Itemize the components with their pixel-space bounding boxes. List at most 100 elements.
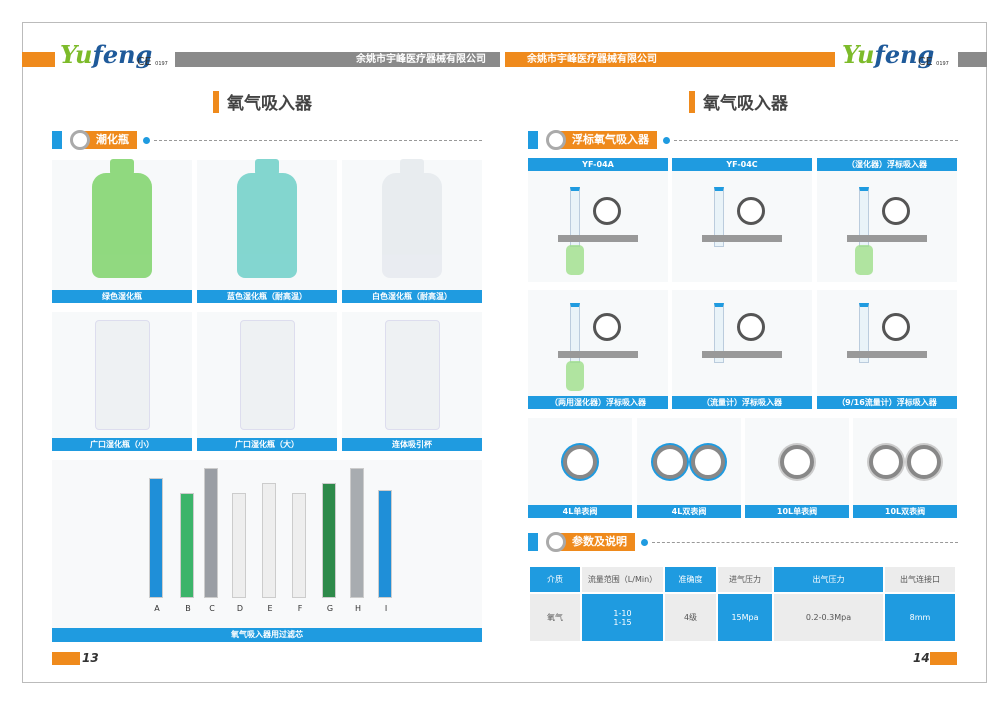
filter-rod: I: [378, 490, 392, 613]
valve-image: [745, 418, 849, 505]
product-image: [197, 158, 337, 290]
product-image: [817, 290, 957, 396]
valve-image: [853, 418, 957, 505]
product-card: 绿色湿化瓶: [52, 158, 192, 303]
product-caption: （湿化器）浮标吸入器: [817, 158, 957, 171]
filter-rod: G: [322, 483, 336, 613]
product-image: [342, 312, 482, 438]
product-caption: （9/16流量计）浮标吸入器: [817, 396, 957, 409]
filter-rod: A: [149, 478, 163, 613]
cell: 8mm: [883, 592, 957, 643]
humidifier-bottle: [855, 244, 873, 275]
header-cell: 进气压力: [716, 565, 774, 594]
filter-letter: H: [354, 604, 361, 613]
spec-table: 介质 流量范围（L/Min） 准确度 进气压力 出气压力 出气连接口 氧气 1-…: [528, 565, 957, 643]
product-card: （9/16流量计）浮标吸入器: [817, 290, 957, 409]
filter-letter: B: [185, 604, 191, 613]
valve-caption: 10L单表阀: [745, 505, 849, 518]
company-bar: 余姚市宇峰医疗器械有限公司: [175, 52, 500, 67]
header-cell: 介质: [528, 565, 582, 594]
cell: 1-10 1-15: [580, 592, 665, 643]
cup-image: [239, 320, 295, 430]
bottle-image: [92, 158, 152, 278]
gauge: [907, 444, 941, 479]
gauge: [780, 444, 814, 479]
gauge: [882, 313, 910, 341]
product-card: YF-04C: [672, 158, 812, 282]
product-image: [197, 312, 337, 438]
filter-rod: H: [350, 468, 364, 613]
cell: 4级: [663, 592, 718, 643]
page-frame: [22, 22, 987, 683]
regulator-image: [558, 303, 638, 391]
gauge: [869, 444, 903, 479]
valve-card: 4L单表阀: [528, 418, 632, 518]
gauge: [563, 444, 597, 479]
header-accent: [22, 52, 55, 67]
page-number-tab-right: [930, 652, 957, 665]
product-caption: 绿色湿化瓶: [52, 290, 192, 303]
header-accent-right: [958, 52, 987, 67]
filters-caption: 氧气吸入器用过滤芯: [52, 628, 482, 642]
filter-letter: A: [154, 604, 160, 613]
gauge: [593, 196, 621, 225]
header-cell: 出气压力: [772, 565, 885, 594]
product-caption: （两用湿化器）浮标吸入器: [528, 396, 668, 409]
page-number-left: 13: [82, 651, 99, 665]
header-cell: 流量范围（L/Min）: [580, 565, 665, 594]
valve-image: [528, 418, 632, 505]
product-caption: 白色湿化瓶（耐高温）: [342, 290, 482, 303]
product-image: [342, 158, 482, 290]
product-card: （流量计）浮标吸入器: [672, 290, 812, 409]
page-title-right: 氧气吸入器: [689, 89, 788, 114]
company-bar-right: 余姚市宇峰医疗器械有限公司: [505, 52, 835, 67]
section-header-specs: 参数及说明: [528, 532, 958, 552]
filter-rod: E: [262, 483, 276, 613]
section-header-flowmeter: 浮标氧气吸入器: [528, 130, 958, 150]
filter-letter: D: [236, 604, 244, 613]
header-cell: 出气连接口: [883, 565, 957, 594]
filters-image: A B C D E F G H I: [52, 460, 482, 628]
regulator-image: [847, 186, 927, 275]
filter-letter: G: [326, 604, 334, 613]
product-caption: 广口湿化瓶（小）: [52, 438, 192, 451]
humidifier-bottle: [566, 244, 584, 275]
product-caption: 广口湿化瓶（大）: [197, 438, 337, 451]
gauge: [653, 444, 687, 479]
filter-rod: D: [232, 493, 246, 613]
regulator-image: [847, 303, 927, 383]
product-card: 连体吸引杯: [342, 312, 482, 451]
filter-letter: I: [384, 604, 388, 613]
section-header-humidifier: 潮化瓶: [52, 130, 482, 150]
page-title-left: 氧气吸入器: [213, 89, 312, 114]
product-caption: （流量计）浮标吸入器: [672, 396, 812, 409]
gauge: [737, 313, 765, 341]
cup-image: [384, 320, 440, 430]
gauge: [737, 196, 765, 225]
tube: [859, 303, 869, 363]
cell: 0.2-0.3Mpa: [772, 592, 885, 643]
gauge: [882, 196, 910, 225]
product-image: [52, 312, 192, 438]
valve-card: 4L双表阀: [637, 418, 741, 518]
product-image: [528, 171, 668, 282]
product-image: [817, 171, 957, 282]
bottle-image: [237, 158, 297, 278]
regulator-image: [702, 303, 782, 383]
valve-caption: 10L双表阀: [853, 505, 957, 518]
page-number-right: 14: [913, 651, 930, 665]
tube: [714, 303, 724, 363]
cup-image: [94, 320, 150, 430]
product-caption: 蓝色湿化瓶（耐高温）: [197, 290, 337, 303]
filter-letter: F: [297, 604, 303, 613]
header-cell: 准确度: [663, 565, 718, 594]
product-caption: 连体吸引杯: [342, 438, 482, 451]
bar: [558, 234, 638, 242]
product-card: 白色湿化瓶（耐高温）: [342, 158, 482, 303]
valve-card: 10L单表阀: [745, 418, 849, 518]
regulator-image: [558, 186, 638, 275]
filter-letter: C: [209, 604, 215, 613]
product-card: （两用湿化器）浮标吸入器: [528, 290, 668, 409]
valve-card: 10L双表阀: [853, 418, 957, 518]
bar: [847, 351, 927, 358]
